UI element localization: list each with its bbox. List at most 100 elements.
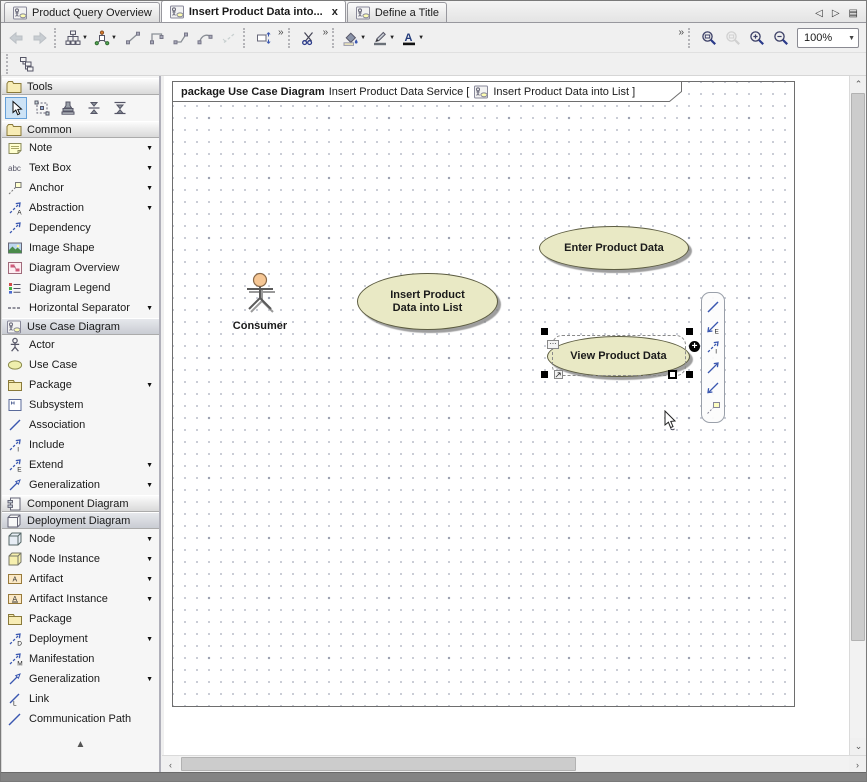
sticky-tool[interactable] bbox=[57, 97, 79, 119]
marquee-select-tool[interactable] bbox=[31, 97, 53, 119]
usecase-view-product-data[interactable]: View Product Data bbox=[547, 336, 690, 377]
palette-section-deployment-diagram[interactable]: Deployment Diagram bbox=[2, 512, 159, 529]
chevron-down-icon[interactable]: ▼ bbox=[146, 535, 153, 543]
zoom-level-select[interactable]: 100%▼ bbox=[797, 28, 859, 48]
chevron-down-icon[interactable]: ▼ bbox=[82, 35, 88, 41]
chevron-down-icon[interactable]: ▼ bbox=[360, 35, 367, 41]
scroll-left-button[interactable]: ‹ bbox=[162, 756, 179, 773]
usecase-enter-product-data[interactable]: Enter Product Data bbox=[539, 226, 689, 270]
chevron-down-icon[interactable]: ▼ bbox=[146, 575, 153, 583]
oblique-path-button[interactable] bbox=[121, 26, 145, 50]
palette-item-node[interactable]: Node ▼ bbox=[2, 529, 159, 549]
chevron-down-icon[interactable]: ▼ bbox=[146, 595, 153, 603]
containment-tree-button[interactable] bbox=[15, 52, 39, 76]
more-edit-button[interactable]: » bbox=[322, 27, 329, 38]
selection-handle-top-right[interactable] bbox=[686, 328, 693, 335]
toolbar-overflow-button[interactable]: » bbox=[678, 27, 684, 38]
chevron-down-icon[interactable]: ▼ bbox=[389, 35, 396, 41]
palette-section-use-case-diagram[interactable]: Use Case Diagram bbox=[2, 318, 159, 335]
resize-handle[interactable] bbox=[668, 370, 677, 379]
chevron-down-icon[interactable]: ▼ bbox=[146, 304, 153, 312]
scroll-up-button[interactable]: ⌃ bbox=[850, 76, 866, 93]
palette-item-communication-path[interactable]: Communication Path bbox=[2, 709, 159, 729]
palette-item-note[interactable]: Note ▼ bbox=[2, 138, 159, 158]
chevron-down-icon[interactable]: ▼ bbox=[146, 635, 153, 643]
palette-item-subsystem[interactable]: Subsystem bbox=[2, 395, 159, 415]
palette-item-package[interactable]: Package ▼ bbox=[2, 375, 159, 395]
palette-section-tools[interactable]: Tools bbox=[2, 78, 159, 95]
chevron-down-icon[interactable]: ▼ bbox=[146, 461, 153, 469]
compartments-button[interactable]: ⋯ bbox=[547, 340, 559, 349]
chevron-down-icon[interactable]: ▼ bbox=[146, 555, 153, 563]
bent-path-button[interactable] bbox=[169, 26, 193, 50]
palette-section-common[interactable]: Common bbox=[2, 121, 159, 138]
horizontal-scrollbar[interactable]: ‹ › bbox=[162, 755, 866, 773]
palette-item-horizontal-separator[interactable]: Horizontal Separator ▼ bbox=[2, 298, 159, 318]
palette-item-image-shape[interactable]: Image Shape bbox=[2, 238, 159, 258]
next-tab-button[interactable]: ▷ bbox=[831, 8, 840, 19]
palette-item-actor[interactable]: Actor bbox=[2, 335, 159, 355]
scroll-down-button[interactable]: ⌄ bbox=[850, 738, 866, 755]
palette-item-diagram-overview[interactable]: Diagram Overview bbox=[2, 258, 159, 278]
diagram-canvas[interactable]: package Use Case Diagram Insert Product … bbox=[164, 76, 849, 755]
chevron-down-icon[interactable]: ▼ bbox=[111, 35, 117, 41]
chevron-down-icon[interactable]: ▼ bbox=[418, 35, 425, 41]
fill-color-button[interactable]: ▼ bbox=[341, 26, 370, 50]
tab-product-query-overview[interactable]: Product Query Overview bbox=[4, 2, 160, 22]
selection-handle-top-left[interactable] bbox=[541, 328, 548, 335]
palette-item-association[interactable]: Association bbox=[2, 415, 159, 435]
chevron-down-icon[interactable]: ▼ bbox=[146, 204, 153, 212]
palette-item-diagram-legend[interactable]: Diagram Legend bbox=[2, 278, 159, 298]
tab-close-icon[interactable]: x bbox=[331, 5, 338, 18]
tab-insert-product-data-into-[interactable]: Insert Product Data into... x bbox=[160, 1, 346, 22]
horizontal-scrollbar-thumb[interactable] bbox=[181, 757, 576, 771]
vertical-tree-layout-tool[interactable] bbox=[83, 97, 105, 119]
chevron-down-icon[interactable]: ▼ bbox=[146, 481, 153, 489]
palette-item-generalization[interactable]: Generalization ▼ bbox=[2, 669, 159, 689]
cut-button[interactable] bbox=[297, 26, 321, 50]
font-color-button[interactable]: A▼ bbox=[399, 26, 428, 50]
more-layout-button[interactable]: » bbox=[278, 27, 284, 38]
link-to-source-button[interactable] bbox=[554, 370, 563, 379]
chevron-down-icon[interactable]: ▼ bbox=[146, 381, 153, 389]
related-elements-button[interactable]: ▼ bbox=[92, 26, 121, 50]
select-tool[interactable] bbox=[5, 97, 27, 119]
palette-item-dependency[interactable]: Dependency bbox=[2, 218, 159, 238]
horizontal-tree-layout-tool[interactable] bbox=[109, 97, 131, 119]
reset-edges-button[interactable] bbox=[252, 26, 276, 50]
prev-tab-button[interactable]: ◁ bbox=[815, 8, 823, 19]
zoom-out-button[interactable] bbox=[769, 26, 793, 50]
line-color-button[interactable]: ▼ bbox=[370, 26, 399, 50]
tab-define-a-title[interactable]: Define a Title bbox=[346, 2, 448, 22]
zoom-in-button[interactable] bbox=[745, 26, 769, 50]
curved-path-button[interactable] bbox=[193, 26, 217, 50]
vertical-scrollbar-thumb[interactable] bbox=[851, 93, 865, 641]
palette-scroll-up[interactable]: ▲ bbox=[75, 739, 86, 750]
show-containment-button[interactable]: ▼ bbox=[63, 26, 92, 50]
rectilinear-path-button[interactable] bbox=[145, 26, 169, 50]
palette-item-anchor[interactable]: Anchor ▼ bbox=[2, 178, 159, 198]
actor-consumer[interactable]: Consumer bbox=[220, 272, 300, 332]
palette-section-component-diagram[interactable]: Component Diagram bbox=[2, 495, 159, 512]
sm-directed-association-button[interactable] bbox=[705, 380, 721, 396]
usecase-insert-product-data-into-list[interactable]: Insert Product Data into List bbox=[357, 273, 498, 330]
sm-association-button[interactable] bbox=[705, 299, 721, 315]
chevron-down-icon[interactable]: ▼ bbox=[146, 144, 153, 152]
palette-item-package[interactable]: Package bbox=[2, 609, 159, 629]
chevron-down-icon[interactable]: ▼ bbox=[146, 184, 153, 192]
sm-generalization-button[interactable] bbox=[705, 360, 721, 376]
sm-extend-button[interactable]: E bbox=[705, 319, 721, 335]
scroll-right-button[interactable]: › bbox=[849, 756, 866, 773]
chevron-down-icon[interactable]: ▼ bbox=[146, 164, 153, 172]
palette-item-generalization[interactable]: Generalization ▼ bbox=[2, 475, 159, 495]
fit-in-window-button[interactable] bbox=[697, 26, 721, 50]
palette-item-node-instance[interactable]: Node Instance ▼ bbox=[2, 549, 159, 569]
